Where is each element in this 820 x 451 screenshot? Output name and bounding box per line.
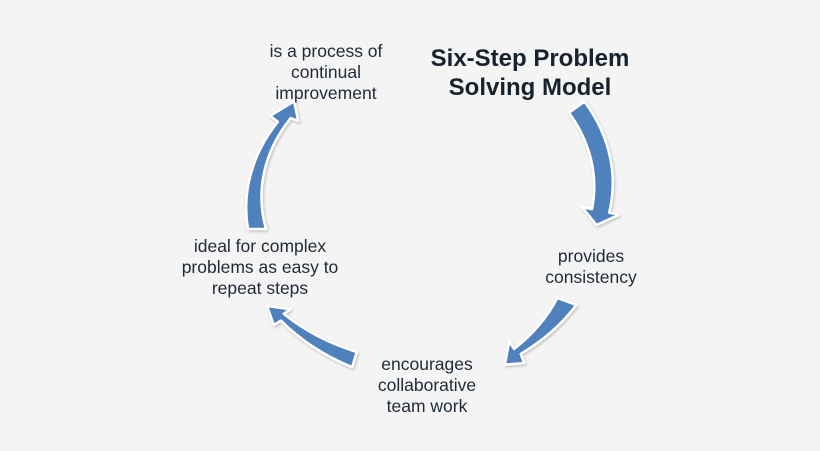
arrow-left-up-icon <box>244 100 300 231</box>
node-collaborative-team-work: encourages collaborative team work <box>377 354 477 416</box>
arrow-bottom-left-icon <box>265 304 359 369</box>
node-complex-problems: ideal for complex problems as easy to re… <box>181 236 339 298</box>
arrow-top-right-icon <box>567 100 621 227</box>
arrow-bottom-right-icon <box>503 296 578 366</box>
node-continual-improvement: is a process of continual improvement <box>269 41 383 103</box>
node-consistency: provides consistency <box>545 246 637 287</box>
diagram-title: Six-Step Problem Solving Model <box>430 45 630 101</box>
